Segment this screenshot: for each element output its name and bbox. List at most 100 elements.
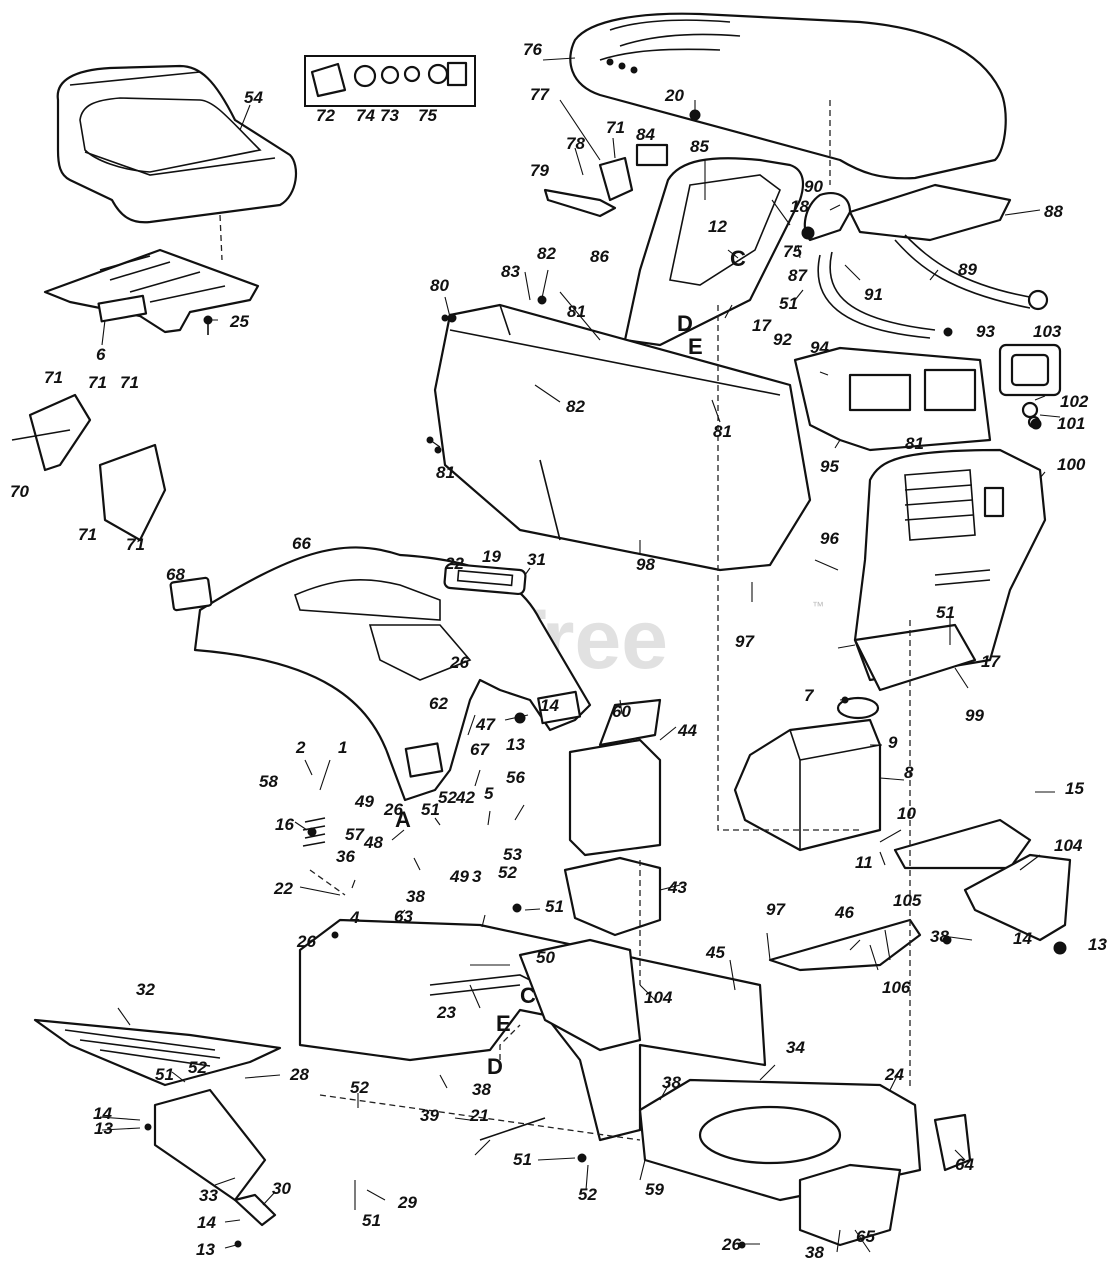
rod[interactable]: [479, 1117, 546, 1141]
side-console[interactable]: [11, 393, 167, 542]
brake-pedal[interactable]: [233, 1193, 277, 1227]
rear-deck[interactable]: [638, 1078, 922, 1247]
callout-68: 68: [166, 565, 185, 584]
callout-74: 74: [356, 106, 375, 125]
hood-bracket[interactable]: [803, 183, 1012, 242]
callout-13a: 13: [506, 735, 525, 754]
callout-79: 79: [530, 161, 549, 180]
footrest[interactable]: [33, 1018, 282, 1087]
callout-86: 86: [590, 247, 609, 266]
callout-59: 59: [645, 1180, 664, 1199]
callout-78: 78: [566, 134, 585, 153]
hood[interactable]: [569, 12, 1007, 180]
ref-letter-d2: D: [487, 1054, 503, 1079]
seat-plate[interactable]: [43, 248, 260, 334]
callout-66: 66: [292, 534, 311, 553]
headlight[interactable]: [998, 343, 1062, 429]
callout-46: 46: [834, 903, 854, 922]
grille-frame[interactable]: [793, 346, 992, 452]
callout-29: 29: [397, 1193, 417, 1212]
callout-64: 64: [955, 1155, 974, 1174]
callout-52a: 52: [438, 788, 457, 807]
battery-tray[interactable]: [563, 856, 662, 937]
callout-58: 58: [259, 772, 278, 791]
step-plate[interactable]: [153, 1088, 267, 1202]
callout-45: 45: [705, 943, 725, 962]
callout-51e: 51: [155, 1065, 174, 1084]
callout-14d: 14: [197, 1213, 216, 1232]
dash-panel[interactable]: [623, 157, 805, 347]
callout-14a: 14: [540, 696, 559, 715]
callout-9: 9: [888, 733, 898, 752]
callout-38b: 38: [930, 927, 949, 946]
callout-104a: 104: [1054, 836, 1083, 855]
callout-5: 5: [484, 784, 494, 803]
grille-bottom-plate[interactable]: [853, 623, 977, 692]
switch-kit-box: [304, 55, 476, 107]
callout-52b: 52: [498, 863, 517, 882]
callout-92: 92: [773, 330, 792, 349]
fender-pad[interactable]: [169, 576, 213, 612]
fuel-gauge-plate[interactable]: [443, 562, 527, 596]
callout-81c: 81: [436, 463, 455, 482]
callout-83: 83: [501, 262, 520, 281]
callout-26b: 26: [383, 800, 403, 819]
callout-39: 39: [420, 1106, 439, 1125]
callout-1: 1: [338, 738, 347, 757]
callout-51c: 51: [421, 800, 440, 819]
callout-18: 18: [790, 197, 809, 216]
callout-98: 98: [636, 555, 655, 574]
callout-57: 57: [345, 825, 365, 844]
callout-106: 106: [882, 978, 911, 997]
seat-mount-plate[interactable]: [768, 918, 922, 972]
chassis-frame[interactable]: [298, 918, 767, 1142]
callout-87: 87: [788, 266, 808, 285]
callout-14b: 14: [1013, 929, 1032, 948]
front-panel[interactable]: [433, 303, 812, 572]
callout-75b: 75: [783, 242, 802, 261]
fender[interactable]: [193, 546, 592, 802]
callout-70: 70: [10, 482, 29, 501]
callout-65: 65: [856, 1227, 875, 1246]
callout-51b: 51: [936, 603, 955, 622]
callout-85: 85: [690, 137, 709, 156]
callout-12: 12: [708, 217, 727, 236]
callout-28: 28: [289, 1065, 309, 1084]
ref-letter-d1: D: [677, 311, 693, 336]
callout-30: 30: [272, 1179, 291, 1198]
ref-letter-e2: E: [496, 1011, 511, 1036]
callout-13d: 13: [196, 1240, 215, 1259]
callout-94: 94: [810, 338, 829, 357]
callout-44: 44: [677, 721, 697, 740]
battery[interactable]: [568, 698, 662, 857]
callout-51f: 51: [513, 1150, 532, 1169]
callout-3: 3: [472, 867, 482, 886]
callout-48: 48: [363, 833, 383, 852]
ignition-switch[interactable]: [543, 143, 669, 218]
seat-bolt[interactable]: [203, 315, 213, 335]
callout-6: 6: [96, 345, 106, 364]
fuel-tank[interactable]: [733, 696, 882, 852]
callout-38d: 38: [662, 1073, 681, 1092]
callout-13b: 13: [1088, 935, 1107, 954]
callout-105: 105: [893, 891, 922, 910]
callout-93: 93: [976, 322, 995, 341]
grille[interactable]: [853, 448, 1047, 682]
hood-hinge-rods[interactable]: [817, 234, 1049, 339]
callout-90: 90: [804, 177, 823, 196]
callout-89: 89: [958, 260, 977, 279]
callout-52d: 52: [350, 1078, 369, 1097]
callout-33: 33: [199, 1186, 218, 1205]
callout-32: 32: [136, 980, 155, 999]
callout-62: 62: [429, 694, 448, 713]
callout-81d: 81: [905, 434, 924, 453]
rear-brackets[interactable]: [893, 818, 1072, 942]
callout-103: 103: [1033, 322, 1062, 341]
seat[interactable]: [56, 64, 297, 224]
callout-38e: 38: [805, 1243, 824, 1262]
ref-letter-c1: C: [730, 246, 746, 271]
callout-82a: 82: [537, 244, 556, 263]
